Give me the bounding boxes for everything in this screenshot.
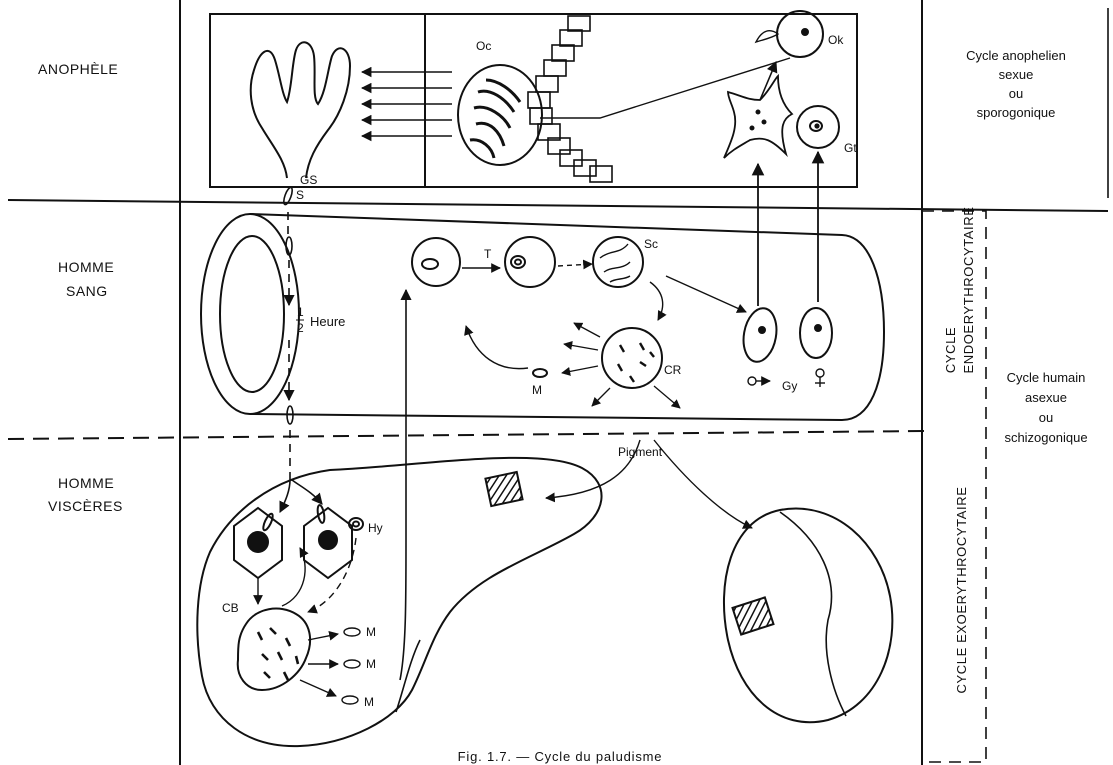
- liver-to-blood-arrow: [400, 290, 406, 680]
- svg-text:schizogonique: schizogonique: [1004, 430, 1087, 445]
- timing-denominator: 2: [297, 321, 304, 335]
- row-label-homme-visceres-2: VISCÈRES: [48, 498, 123, 514]
- sporozoite-migration-arrows: [362, 72, 452, 136]
- label-m-blood: M: [532, 383, 542, 397]
- sporozoite-path: [280, 187, 322, 512]
- label-pigment: Pigment: [618, 445, 663, 459]
- pigment-deposit-spleen: [733, 597, 774, 634]
- vertical-label-cycle-endo-1: CYCLE: [943, 327, 958, 373]
- trophozoite-cell: [505, 237, 555, 287]
- row-label-anophele: ANOPHÈLE: [38, 61, 118, 77]
- merozoite-blood: [533, 369, 547, 377]
- svg-text:sexue: sexue: [999, 67, 1034, 82]
- infected-rbc-ring: [412, 238, 460, 286]
- label-gt: Gt: [844, 141, 857, 155]
- label-cr: CR: [664, 363, 682, 377]
- label-gy: Gy: [782, 379, 797, 393]
- viscera-dashed-separator: [8, 431, 928, 439]
- oocyst-connector-line: [540, 58, 790, 118]
- salivary-gland-drawing: [251, 42, 350, 178]
- label-gs: GS: [300, 173, 317, 187]
- figure-caption: Fig. 1.7. — Cycle du paludisme: [458, 749, 663, 764]
- hepatic-schizont-cb: [238, 609, 310, 690]
- label-m2: M: [366, 657, 376, 671]
- row-label-homme-sang-2: SANG: [66, 283, 108, 299]
- label-t: T: [484, 247, 492, 261]
- timing-numerator: 1: [297, 305, 304, 319]
- row-label-homme-visceres-1: HOMME: [58, 475, 114, 491]
- hepatic-merozoites: [300, 628, 360, 704]
- svg-text:ou: ou: [1009, 86, 1023, 101]
- vertical-label-cycle-exo: CYCLE EXOERYTHROCYTAIRE: [954, 487, 969, 694]
- svg-text:sporogonique: sporogonique: [977, 105, 1056, 120]
- label-oc: Oc: [476, 39, 491, 53]
- timing-unit: Heure: [310, 314, 345, 329]
- exflagellating-gamete: [724, 76, 792, 158]
- label-hy: Hy: [368, 521, 383, 535]
- label-ok: Ok: [828, 33, 844, 47]
- label-m1: M: [366, 625, 376, 639]
- cycle-anophelien-label: Cycle anophelien sexue ou sporogonique: [966, 48, 1066, 120]
- svg-text:asexue: asexue: [1025, 390, 1067, 405]
- ookinete-cell: [777, 11, 823, 57]
- svg-text:Cycle anophelien: Cycle anophelien: [966, 48, 1066, 63]
- merozoite-release-arrows: [562, 323, 680, 408]
- row-label-homme-sang-1: HOMME: [58, 259, 114, 275]
- pigment-arrow-spleen: [654, 440, 752, 528]
- svg-text:ou: ou: [1039, 410, 1053, 425]
- gametocytes: [740, 306, 832, 365]
- vertical-label-cycle-endo-2: ENDOERYTHROCYTAIRE: [961, 206, 976, 373]
- label-sc: Sc: [644, 237, 658, 251]
- cycle-humain-label: Cycle humain asexue ou schizogonique: [1004, 370, 1087, 445]
- label-s: S: [296, 188, 304, 202]
- label-cb: CB: [222, 601, 239, 615]
- svg-text:Cycle humain: Cycle humain: [1007, 370, 1086, 385]
- top-row-separator: [8, 200, 1108, 211]
- pigment-deposit-liver: [485, 472, 522, 506]
- label-m3: M: [364, 695, 374, 709]
